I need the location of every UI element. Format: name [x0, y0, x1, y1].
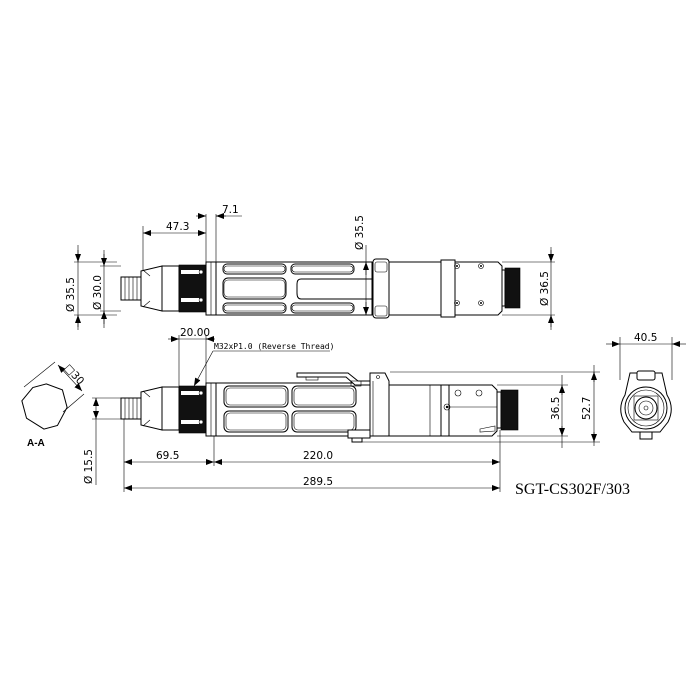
top-view: Ø 35.5 Ø 30.0 47.3 7.1 Ø 35.5 Ø 36.5: [65, 204, 555, 330]
dim-tail-height: 36.5: [550, 397, 562, 420]
dim-front-len: 69.5: [156, 450, 179, 462]
dim-body-len: 220.0: [303, 450, 333, 462]
bit-tip: [120, 276, 142, 301]
section-a-a: □30 A-A: [21, 361, 87, 449]
dim-total-height: 52.7: [581, 397, 593, 420]
dim-dia-inner: Ø 30.0: [92, 275, 104, 310]
model-number: SGT-CS302F/303: [515, 481, 630, 498]
dim-dia-tail: Ø 36.5: [539, 271, 551, 306]
end-housing: [620, 372, 672, 433]
grip-body: [215, 261, 373, 316]
end-view: 40.5: [606, 332, 686, 440]
connector: [500, 389, 519, 431]
motor-housing: [388, 261, 442, 316]
side-view: 36.5 52.7 20.00 M32xP1.0 (Reverse Thread…: [83, 327, 600, 492]
dim-total-len: 289.5: [303, 476, 333, 488]
dim-thread-len: 20.00: [180, 327, 210, 339]
bit-tip: [120, 397, 142, 420]
nose-cone: [140, 386, 163, 431]
nose-cone: [140, 265, 163, 312]
thread-note: M32xP1.0 (Reverse Thread): [214, 342, 334, 351]
hex-section: [21, 383, 68, 430]
section-label: A-A: [27, 438, 45, 449]
dim-dia-outer: Ø 35.5: [65, 277, 77, 312]
section-dim: □30: [62, 362, 87, 387]
dim-bit-dia: Ø 15.5: [83, 449, 95, 484]
dim-dia-body: Ø 35.5: [354, 215, 366, 250]
tail-cap: [448, 384, 498, 437]
trigger-clamp: [372, 258, 390, 319]
tail-cap: [454, 261, 503, 316]
motor-housing: [388, 384, 442, 437]
dim-end-width: 40.5: [634, 332, 657, 344]
dim-nose-len: 47.3: [166, 221, 189, 233]
grip-body: [215, 382, 371, 437]
connector: [504, 267, 521, 309]
dim-ring-len: 7.1: [222, 204, 239, 216]
